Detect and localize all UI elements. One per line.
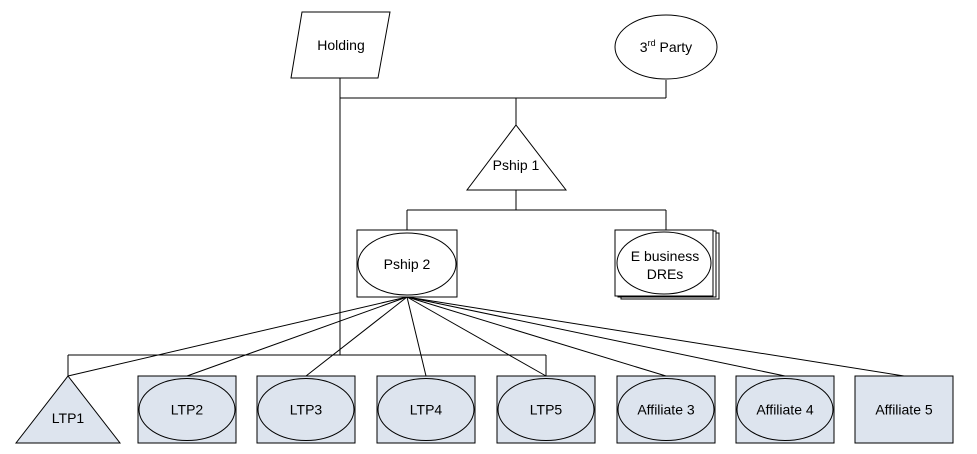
ltp3-label: LTP3	[290, 402, 323, 418]
ltp5-label: LTP5	[530, 402, 563, 418]
ltp2-label: LTP2	[171, 402, 204, 418]
ltp3-ellipse	[257, 378, 355, 441]
fan-line-7	[406, 296, 786, 377]
affiliate-4-ellipse	[736, 378, 834, 441]
ltp1-node: LTP1	[14, 375, 122, 444]
fan-line-2	[186, 296, 408, 377]
third-party-label: 3rd Party	[640, 38, 692, 55]
holding-label: Holding	[317, 37, 364, 53]
ltp5-node: LTP5	[496, 375, 596, 444]
pship2-node: Pship 2	[356, 229, 458, 298]
affiliate-4-label: Affiliate 4	[756, 402, 814, 418]
ltp4-node: LTP4	[376, 375, 476, 444]
affiliate-3-label: Affiliate 3	[637, 402, 695, 418]
affiliate-5-label: Affiliate 5	[875, 402, 933, 418]
ltp2-node: LTP2	[137, 375, 237, 444]
affiliate-4-node: Affiliate 4	[735, 375, 835, 444]
pship1-label: Pship 1	[493, 157, 540, 173]
pship2-label: Pship 2	[384, 256, 431, 272]
bottom-row: LTP1 LTP2 LTP3 LTP4 LTP5 Affiliate 3 Affiliate…	[14, 375, 954, 444]
fan-line-8	[406, 296, 905, 377]
ltp4-label: LTP4	[410, 402, 443, 418]
ebusiness-node: E business DREs	[614, 229, 720, 300]
ltp4-ellipse	[377, 378, 475, 441]
ltp2-ellipse	[138, 378, 236, 441]
affiliate-5-box	[854, 375, 954, 444]
pship2-fan-lines	[67, 296, 905, 377]
fan-line-5	[406, 296, 547, 377]
fan-line-4	[406, 296, 427, 377]
connector-lines	[67, 78, 905, 377]
ltp1-label: LTP1	[52, 410, 85, 426]
fan-line-3	[305, 296, 408, 377]
ltp1-shape	[14, 375, 122, 444]
pship1-node: Pship 1	[465, 124, 568, 191]
affiliate-3-ellipse	[617, 378, 715, 441]
holding-node: Holding	[290, 11, 391, 79]
fan-line-1	[67, 296, 408, 377]
affiliate-5-node: Affiliate 5	[854, 375, 954, 444]
fan-line-6	[406, 296, 667, 377]
third-party-node: 3rd Party	[614, 14, 718, 80]
ltp5-ellipse	[497, 378, 595, 441]
ebusiness-label-line2: DREs	[647, 266, 684, 282]
ltp3-node: LTP3	[256, 375, 356, 444]
affiliate-3-node: Affiliate 3	[616, 375, 716, 444]
ebusiness-label-line1: E business	[631, 248, 699, 264]
